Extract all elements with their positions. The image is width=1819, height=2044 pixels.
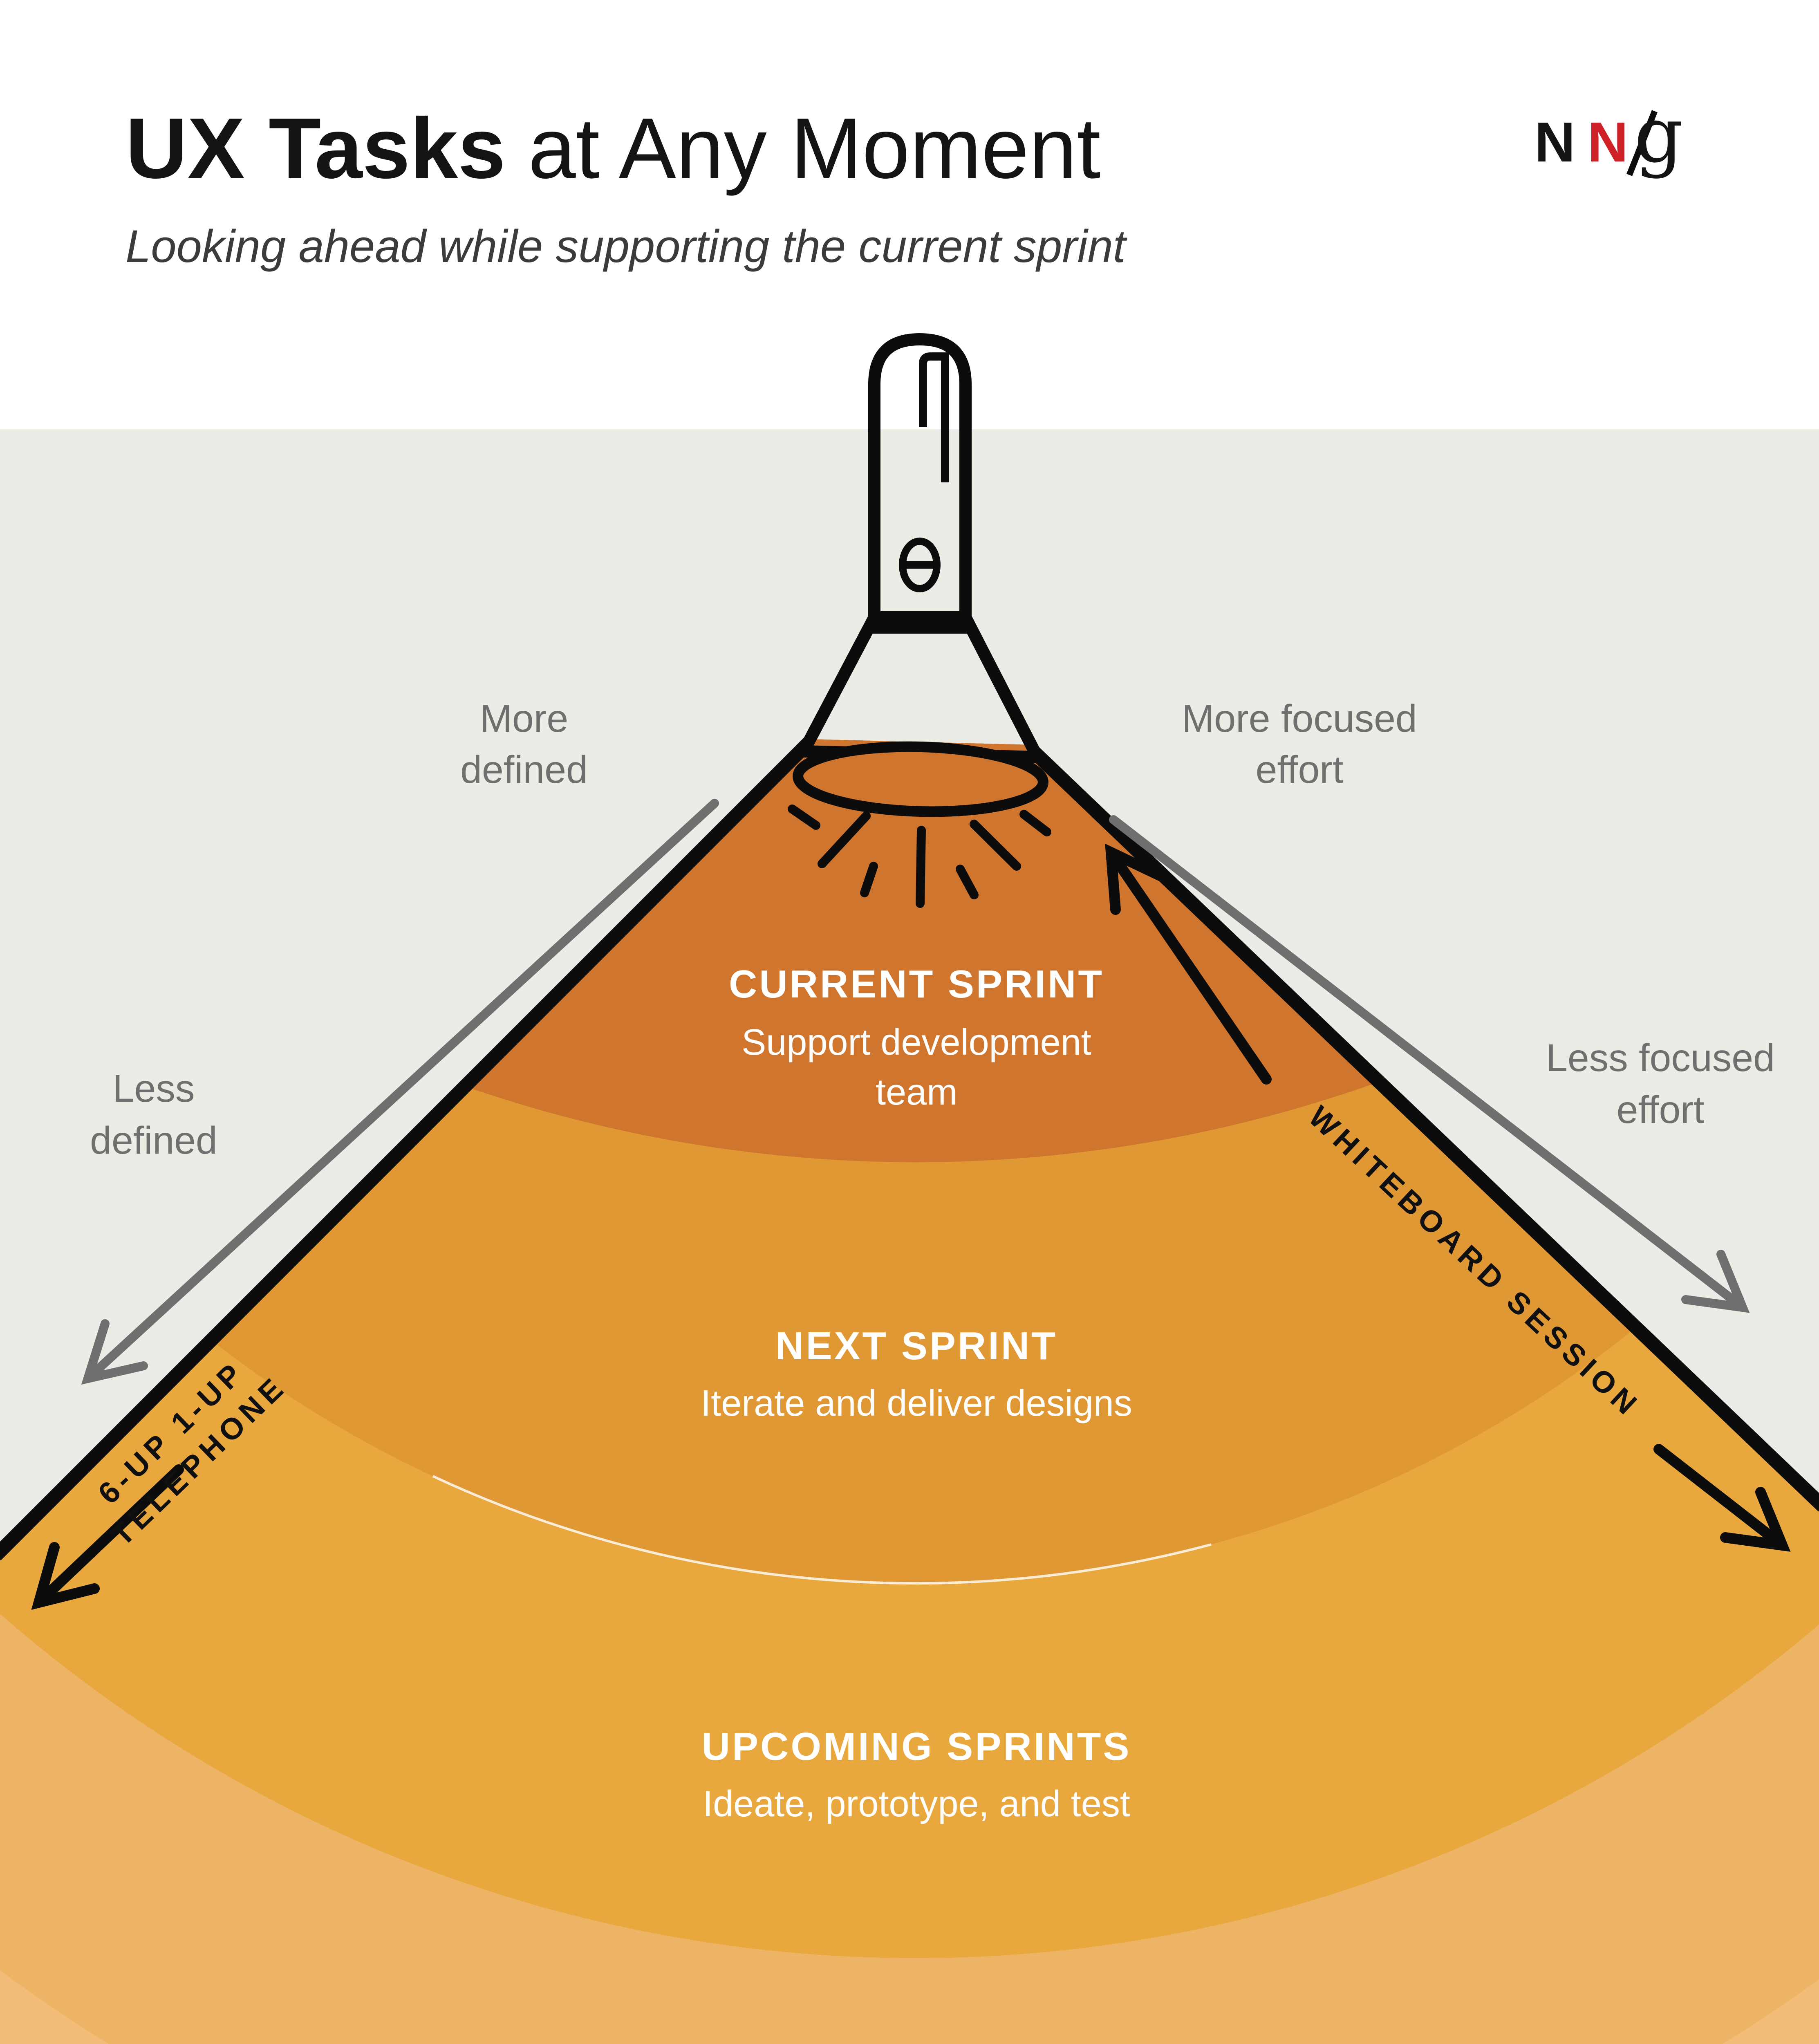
light-ray <box>956 865 979 899</box>
band-desc: Iterate and deliver designs <box>701 1383 1132 1424</box>
light-ray <box>818 811 871 868</box>
flashlight-lens <box>793 741 1048 817</box>
band-title: CURRENT SPRINT <box>729 962 1104 1006</box>
arrow-head <box>81 1319 148 1385</box>
arrow-shaft <box>1109 815 1747 1312</box>
flashlight-head <box>797 611 1044 763</box>
band-title: NEXT SPRINT <box>775 1324 1057 1368</box>
label-less-defined-line1: Less <box>113 1067 195 1110</box>
band-desc: team <box>876 1072 957 1113</box>
arrow-head <box>31 1542 100 1610</box>
logo-text: NN <box>1535 111 1635 174</box>
background-top-white <box>0 0 1819 429</box>
logo-n-red: N <box>1588 111 1636 174</box>
light-ray <box>788 805 820 830</box>
band-title: UPCOMING SPRINTS <box>702 1725 1131 1768</box>
defined-axis-arrow <box>81 799 719 1385</box>
light-ray <box>1019 810 1051 836</box>
telephone-down-arrow <box>31 1464 184 1610</box>
whiteboard-down-arrow <box>1653 1444 1791 1552</box>
flashlight-highlight-line <box>919 352 949 482</box>
band-current-label: CURRENT SPRINT Support development team <box>729 962 1104 1113</box>
band-next-label: NEXT SPRINT Iterate and deliver designs <box>701 1324 1132 1424</box>
logo-slash <box>1626 110 1658 176</box>
arrow-head <box>1720 1487 1791 1552</box>
arrow-shaft <box>1106 847 1272 1085</box>
label-more-focused-line1: More focused <box>1182 697 1417 740</box>
label-more-defined-line1: More <box>480 697 568 740</box>
band-desc: Ideate, prototype, and test <box>703 1784 1130 1824</box>
lens-hatching <box>793 741 1048 817</box>
label-less-defined-line2: defined <box>90 1119 217 1162</box>
arrow-shaft <box>1653 1444 1788 1551</box>
page-title-bold: UX Tasks <box>125 100 506 196</box>
page-subtitle: Looking ahead while supporting the curre… <box>125 221 1127 272</box>
band-boundary-highlight-arc <box>432 1475 1212 1585</box>
logo-n-black: N <box>1535 111 1583 174</box>
arrow-shaft <box>34 1464 184 1608</box>
flashlight-body <box>868 333 972 634</box>
nng-logo: NN g <box>1535 90 1683 180</box>
light-rays <box>788 805 1051 908</box>
whiteboard-up-arrow <box>1105 843 1272 1085</box>
band-upcoming-label: UPCOMING SPRINTS Ideate, prototype, and … <box>702 1725 1131 1824</box>
flashlight-icon <box>793 333 1048 817</box>
arrow-head <box>1105 843 1168 915</box>
light-ray <box>970 820 1021 871</box>
beam-left-edge <box>0 737 815 1561</box>
arrow-head <box>1681 1250 1750 1313</box>
light-ray <box>916 826 926 908</box>
label-less-focused-line2: effort <box>1617 1088 1705 1132</box>
focus-axis-arrow <box>1109 815 1750 1313</box>
label-more-defined-line2: defined <box>460 748 588 791</box>
logo-g: g <box>1634 90 1683 180</box>
band-desc: Support development <box>741 1022 1091 1063</box>
light-ray <box>860 862 878 897</box>
lens-fill <box>798 746 1043 812</box>
label-more-focused-line2: effort <box>1256 748 1344 791</box>
arrow-shaft <box>83 799 719 1383</box>
page-title-rest: at Any Moment <box>528 100 1101 196</box>
label-less-focused-line1: Less focused <box>1546 1036 1775 1080</box>
